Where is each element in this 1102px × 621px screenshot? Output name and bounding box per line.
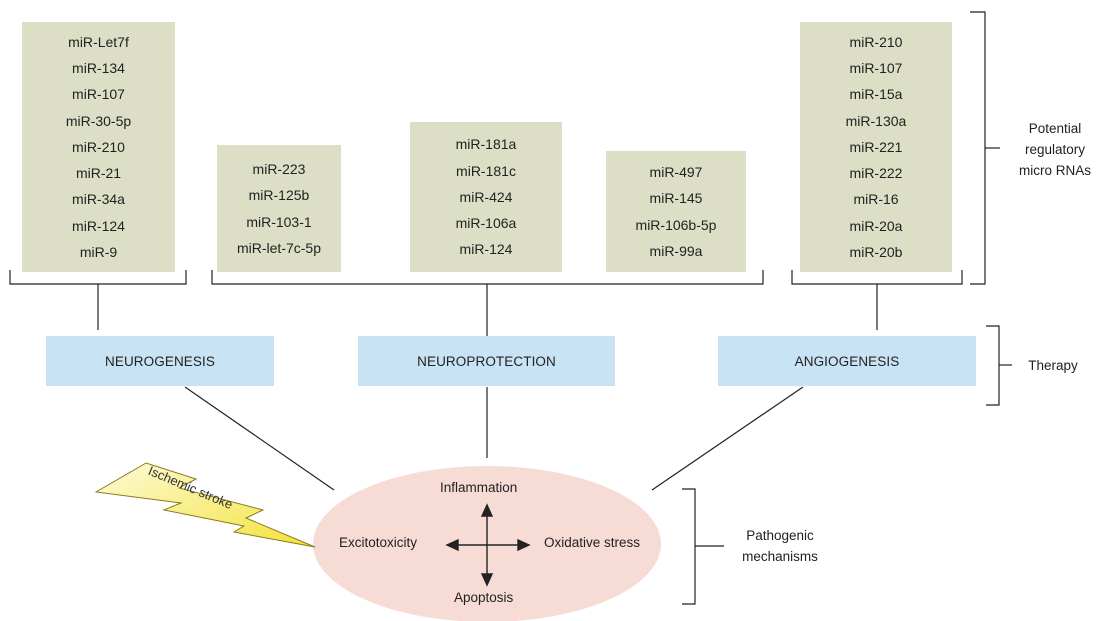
mirna-box-neuroprotection-3: miR-497 miR-145 miR-106b-5p miR-99a	[606, 151, 746, 272]
mechanism-oxidative-stress: Oxidative stress	[544, 535, 641, 550]
mirna-item: miR-424	[459, 188, 513, 205]
mirna-item: miR-181a	[455, 136, 517, 153]
mirna-item: miR-125b	[248, 187, 310, 204]
mirna-item: miR-106a	[455, 215, 517, 232]
mirna-item: miR-21	[75, 165, 122, 182]
label-pathogenic-mechanisms: Pathogenic mechanisms	[730, 525, 830, 567]
mirna-item: miR-16	[853, 191, 899, 208]
mirna-item: miR-15a	[849, 86, 903, 103]
mirna-item: miR-222	[849, 165, 903, 182]
mirna-item: miR-99a	[649, 242, 703, 259]
mirna-box-neuroprotection-1: miR-223 miR-125b miR-103-1 miR-let-7c-5p	[217, 145, 341, 272]
mechanism-excitotoxicity: Excitotoxicity	[339, 535, 418, 550]
label-line: Potential	[1028, 121, 1082, 136]
mirna-box-neurogenesis: miR-Let7f miR-134 miR-107 miR-30-5p miR-…	[22, 22, 175, 272]
ischemic-stroke-bolt-icon	[94, 462, 316, 548]
mirna-item: miR-134	[72, 59, 125, 76]
mirna-item: miR-Let7f	[68, 33, 129, 50]
mirna-item: miR-130a	[845, 112, 907, 129]
mirna-item: miR-103-1	[246, 213, 312, 230]
mechanism-apoptosis: Apoptosis	[454, 590, 514, 605]
mirna-item: miR-223	[252, 160, 306, 177]
mirna-brackets	[9, 11, 1012, 605]
mirna-item: miR-20b	[849, 244, 903, 261]
mirna-item: miR-20a	[849, 217, 903, 234]
mirna-item: miR-497	[649, 163, 703, 180]
label-line: micro RNAs	[1018, 163, 1091, 178]
mirna-item: miR-210	[849, 33, 903, 50]
label-line: Pathogenic	[746, 528, 814, 543]
mirna-item: miR-107	[849, 59, 903, 76]
mirna-item: miR-9	[79, 244, 118, 261]
mirna-item: miR-106b-5p	[635, 216, 717, 233]
mirna-item: miR-30-5p	[65, 112, 132, 129]
mirna-item: miR-124	[72, 217, 125, 234]
mirna-item: miR-181c	[456, 162, 516, 179]
therapy-box-angiogenesis: ANGIOGENESIS	[718, 336, 976, 386]
label-line: regulatory	[1024, 142, 1086, 157]
label-potential-regulatory-micro-rnas: Potential regulatory micro RNAs	[1010, 118, 1100, 181]
mirna-item: miR-107	[72, 86, 125, 103]
mirna-item: miR-145	[649, 190, 703, 207]
therapy-box-neuroprotection: NEUROPROTECTION	[358, 336, 615, 386]
mechanism-inflammation: Inflammation	[440, 480, 518, 495]
mirna-box-neuroprotection-2: miR-181a miR-181c miR-424 miR-106a miR-1…	[410, 122, 562, 272]
mirna-item: miR-210	[72, 138, 125, 155]
label-therapy: Therapy	[1028, 358, 1078, 373]
cross-arrows-icon	[445, 503, 531, 587]
label-line: mechanisms	[742, 549, 818, 564]
mirna-item: miR-221	[849, 138, 903, 155]
mirna-box-angiogenesis: miR-210 miR-107 miR-15a miR-130a miR-221…	[800, 22, 952, 272]
mirna-item: miR-124	[459, 241, 513, 258]
mirna-item: miR-let-7c-5p	[236, 239, 321, 256]
therapy-box-neurogenesis: NEUROGENESIS	[46, 336, 274, 386]
mirna-item: miR-34a	[72, 191, 125, 208]
